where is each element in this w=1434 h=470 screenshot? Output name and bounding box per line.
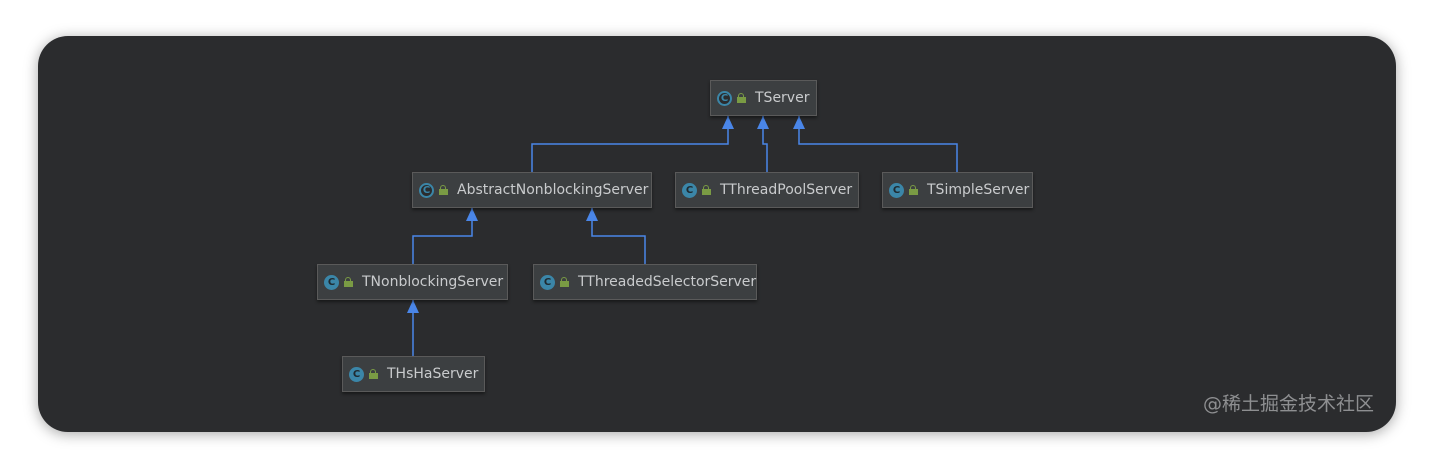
class-label: AbstractNonblockingServer [457, 182, 649, 198]
edge-line [531, 116, 729, 172]
edge-line [762, 116, 768, 172]
class-c-icon: C [717, 90, 732, 106]
edge-tthreadedselector-to-abstract [586, 208, 646, 264]
edge-tthreadpool-to-tserver [757, 116, 769, 172]
lock-icon [344, 277, 354, 287]
lock-icon [737, 93, 747, 103]
arrowhead [407, 300, 419, 313]
class-c-icon: C [419, 182, 434, 198]
class-label: TThreadedSelectorServer [578, 274, 757, 290]
class-node-abstract-nonblocking-server[interactable]: C AbstractNonblockingServer [412, 172, 652, 208]
class-c-icon: C [682, 182, 697, 198]
class-label: THsHaServer [387, 366, 479, 382]
class-c-icon: C [349, 366, 364, 382]
class-node-tthreaded-selector-server[interactable]: C TThreadedSelectorServer [533, 264, 757, 300]
edge-abstract-nonblocking-to-tserver [531, 116, 734, 172]
arrowhead [722, 116, 734, 129]
inheritance-edges [407, 116, 958, 356]
edge-line [591, 208, 646, 264]
class-node-tthreadpool-server[interactable]: C TThreadPoolServer [675, 172, 859, 208]
edge-tnonblocking-to-abstract [412, 208, 478, 264]
class-node-thsha-server[interactable]: C THsHaServer [342, 356, 485, 392]
arrowhead [466, 208, 478, 221]
edge-thsha-to-tnonblocking [407, 300, 419, 356]
class-node-tserver[interactable]: C TServer [710, 80, 817, 116]
class-label: TServer [755, 90, 810, 106]
arrowhead [586, 208, 598, 221]
lock-icon [702, 185, 712, 195]
edge-line [412, 208, 473, 264]
edge-line [798, 116, 958, 172]
lock-icon [439, 185, 449, 195]
diagram-panel: C TServer C AbstractNonblockingServer C … [38, 36, 1396, 432]
class-node-tnonblocking-server[interactable]: C TNonblockingServer [317, 264, 508, 300]
class-label: TThreadPoolServer [720, 182, 853, 198]
arrowhead [757, 116, 769, 129]
class-c-icon: C [324, 274, 339, 290]
watermark: @稀土掘金技术社区 [1202, 393, 1374, 415]
class-node-tsimple-server[interactable]: C TSimpleServer [882, 172, 1033, 208]
class-c-icon: C [889, 182, 904, 198]
class-label: TSimpleServer [927, 182, 1030, 198]
class-label: TNonblockingServer [362, 274, 504, 290]
class-c-icon: C [540, 274, 555, 290]
edge-tsimple-to-tserver [793, 116, 958, 172]
lock-icon [909, 185, 919, 195]
lock-icon [369, 369, 379, 379]
lock-icon [560, 277, 570, 287]
arrowhead [793, 116, 805, 129]
